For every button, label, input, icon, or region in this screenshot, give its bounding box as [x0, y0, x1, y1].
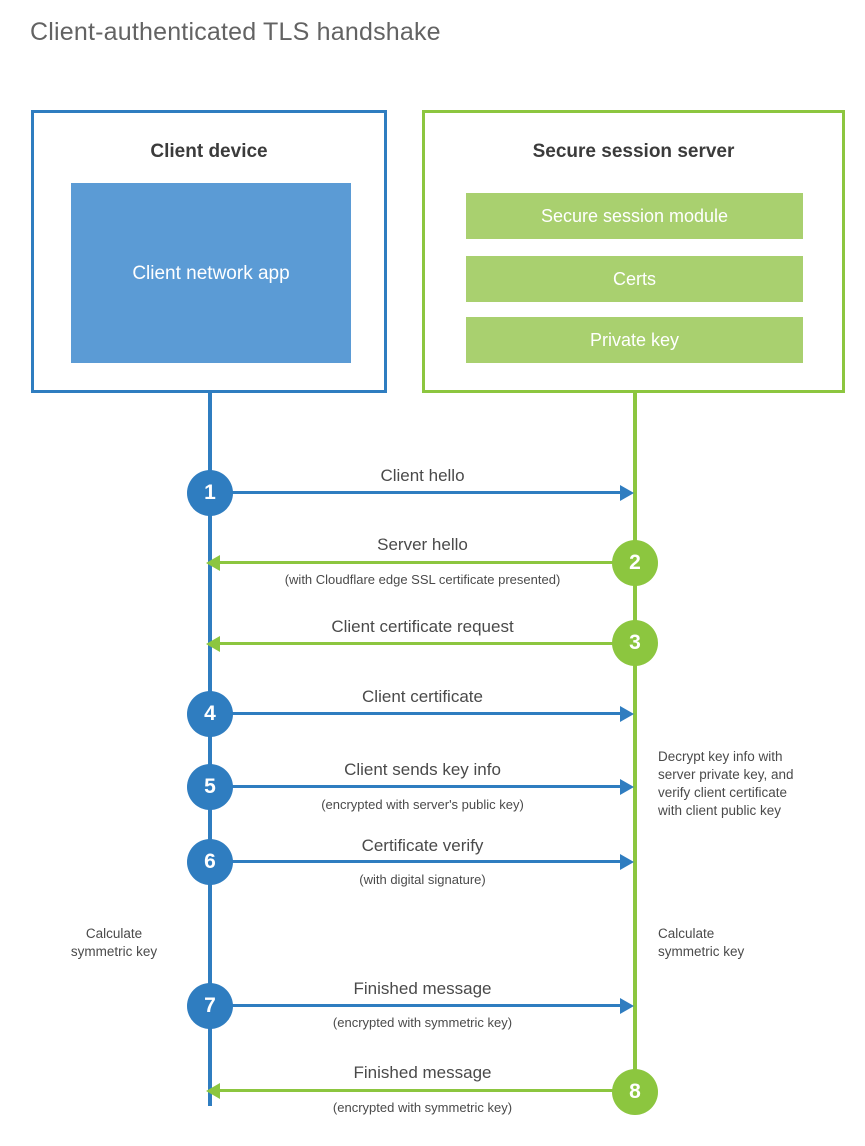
step-7-label: Finished message — [353, 979, 492, 998]
step-7-arrowhead-icon — [620, 998, 634, 1014]
server-decrypt-note-line-3: verify client certificate — [658, 785, 788, 800]
step-3-arrow-line — [218, 642, 635, 645]
client-calc-note-line-2: symmetric key — [70, 944, 158, 959]
server-calculate-symmetric-key-note: Calculate symmetric key — [658, 925, 838, 961]
step-2-arrowhead-icon — [206, 555, 220, 571]
step-8-label: Finished message — [353, 1063, 492, 1082]
step-7-number-badge: 7 — [187, 983, 233, 1029]
step-6-arrow-line — [210, 860, 624, 863]
secure-session-server-box: Secure session server Secure session mod… — [422, 110, 845, 393]
step-8-arrow-line — [218, 1089, 635, 1092]
server-calc-note-line-1: Calculate — [658, 926, 715, 941]
server-decrypt-note-line-1: Decrypt key info with — [658, 749, 783, 764]
server-component-private-key: Private key — [466, 317, 803, 363]
client-calculate-symmetric-key-note: Calculate symmetric key — [33, 925, 195, 961]
step-5-arrow-line — [210, 785, 624, 788]
step-5-arrowhead-icon — [620, 779, 634, 795]
client-lifeline — [208, 393, 212, 1106]
step-8-sublabel: (encrypted with symmetric key) — [332, 1100, 513, 1115]
step-4-label: Client certificate — [362, 687, 483, 706]
step-5-number-badge: 5 — [187, 764, 233, 810]
step-2-arrow-line — [218, 561, 635, 564]
step-4-arrowhead-icon — [620, 706, 634, 722]
step-2-sublabel: (with Cloudflare edge SSL certificate pr… — [284, 572, 561, 587]
secure-session-server-title: Secure session server — [532, 141, 735, 162]
step-1-number-badge: 1 — [187, 470, 233, 516]
step-5-label: Client sends key info — [344, 760, 501, 779]
step-6-sublabel: (with digital signature) — [359, 872, 486, 887]
server-lifeline — [633, 393, 637, 1092]
server-component-certs: Certs — [466, 256, 803, 302]
server-decrypt-note-line-2: server private key, and — [658, 767, 794, 782]
step-2-label: Server hello — [377, 535, 468, 554]
step-1-label: Client hello — [380, 466, 465, 485]
step-6-number-badge: 6 — [187, 839, 233, 885]
server-calc-note-line-2: symmetric key — [658, 944, 745, 959]
step-1-arrow-line — [210, 491, 624, 494]
step-3-number-badge: 3 — [612, 620, 658, 666]
page-title: Client-authenticated TLS handshake — [30, 18, 441, 46]
step-5-sublabel: (encrypted with server's public key) — [321, 797, 524, 812]
client-calc-note-line-1: Calculate — [85, 926, 143, 941]
client-device-box: Client device Client network app — [31, 110, 387, 393]
client-device-title: Client device — [150, 141, 268, 162]
step-3-label: Client certificate request — [331, 617, 514, 636]
client-network-app-box: Client network app — [71, 183, 351, 363]
step-8-arrowhead-icon — [206, 1083, 220, 1099]
step-7-sublabel: (encrypted with symmetric key) — [332, 1015, 513, 1030]
step-4-arrow-line — [210, 712, 624, 715]
step-7-arrow-line — [210, 1004, 624, 1007]
server-decrypt-note-line-4: with client public key — [658, 803, 782, 818]
step-2-number-badge: 2 — [612, 540, 658, 586]
step-1-arrowhead-icon — [620, 485, 634, 501]
step-3-arrowhead-icon — [206, 636, 220, 652]
step-6-arrowhead-icon — [620, 854, 634, 870]
server-decrypt-note: Decrypt key info with server private key… — [658, 748, 858, 820]
step-4-number-badge: 4 — [187, 691, 233, 737]
server-component-secure-session-module: Secure session module — [466, 193, 803, 239]
step-8-number-badge: 8 — [612, 1069, 658, 1115]
step-6-label: Certificate verify — [361, 836, 484, 855]
